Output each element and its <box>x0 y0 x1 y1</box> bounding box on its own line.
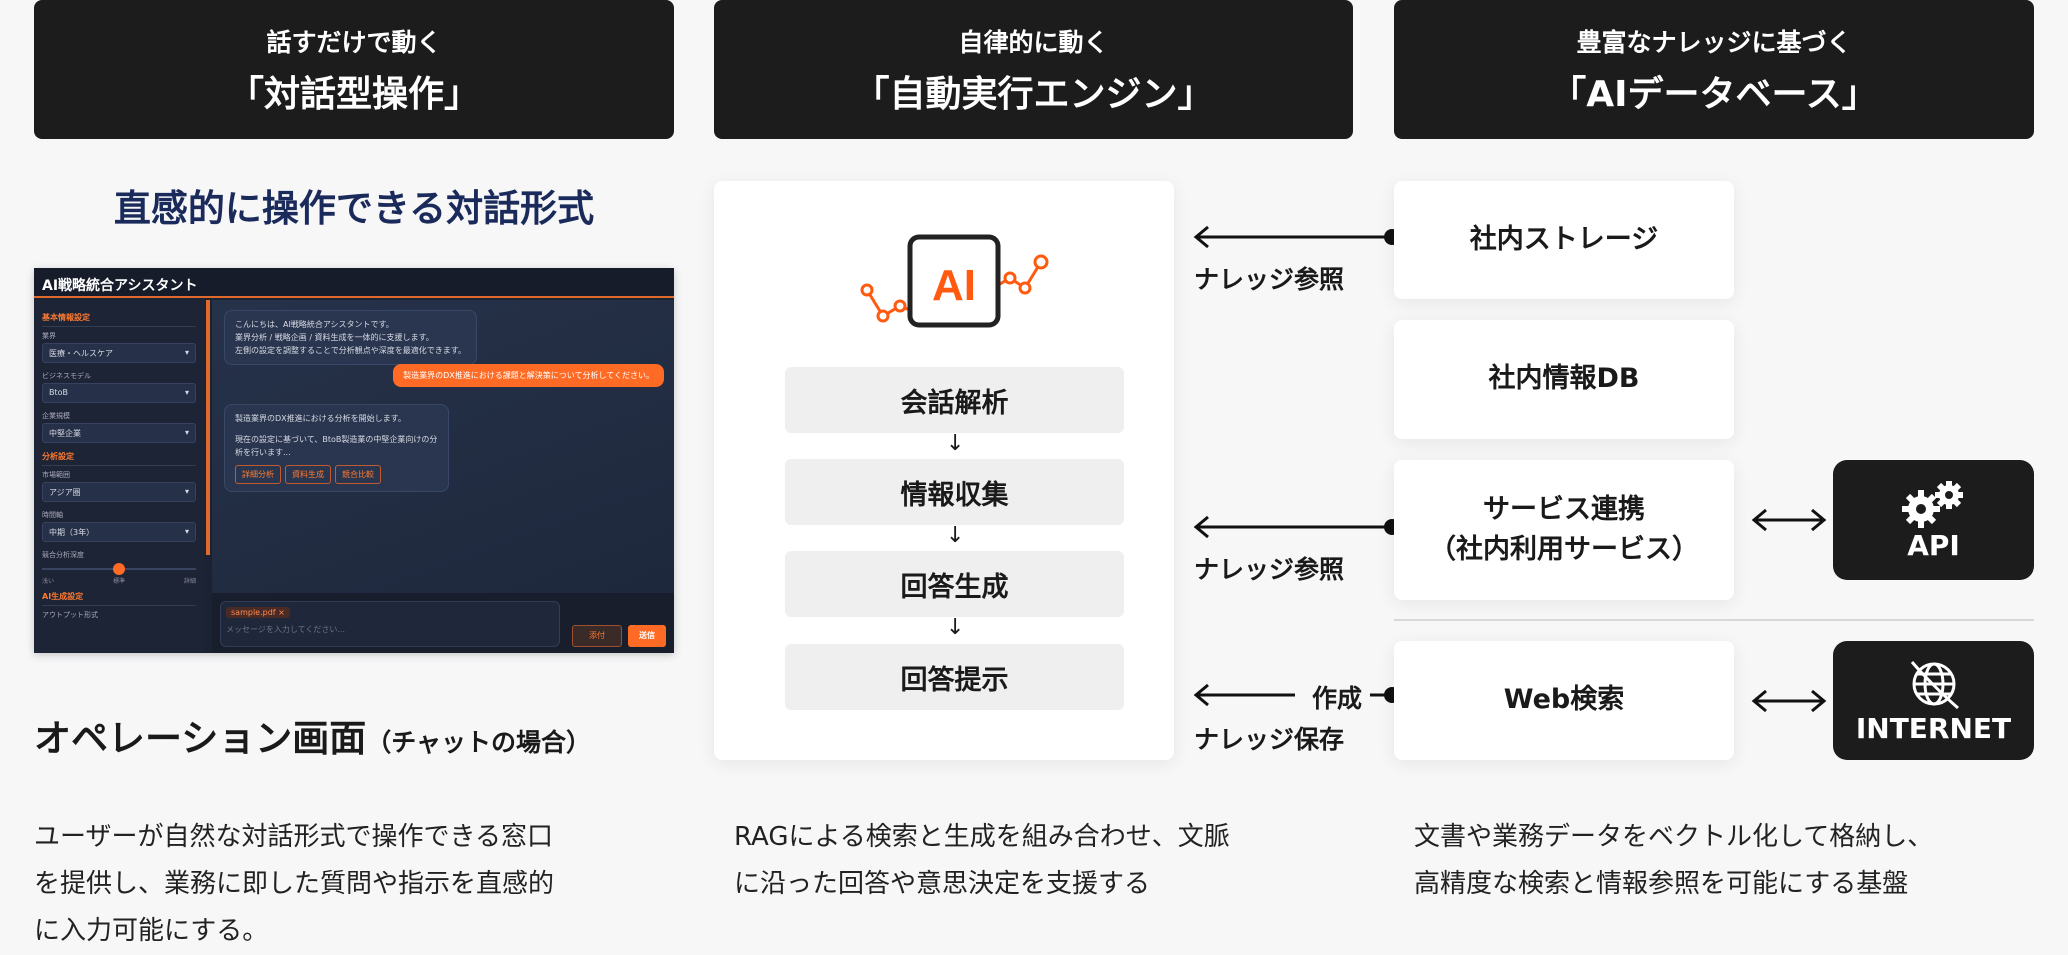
line: 高精度な検索と情報参照を可能にする基盤 <box>1414 869 1909 899</box>
arrow-down-icon: ↓ <box>946 615 965 640</box>
arrow-down-icon: ↓ <box>946 431 965 456</box>
step-parse: 会話解析 <box>785 367 1124 433</box>
bidirectional-arrow-icon <box>1751 508 1827 532</box>
field-label: 企業規模 <box>42 412 70 420</box>
slider-ticks: 浅い 標準 詳細 <box>42 576 196 585</box>
chat-app-screenshot: AI戦略統合アシスタント 基本情報設定 業界 医療・ヘルスケア ▾ ビジネスモデル… <box>34 268 674 653</box>
col1-desc: ユーザーが自然な対話形式で操作できる窓口を提供し、業務に即した質問や指示を直感的… <box>34 814 554 955</box>
select-industry[interactable]: 医療・ヘルスケア ▾ <box>42 343 196 363</box>
placeholder: メッセージを入力してください... <box>226 625 345 634</box>
gears-icon <box>1901 480 1963 528</box>
assistant-message: こんにちは、AI戦略統合アシスタントです。業界分析 / 戦略企画 / 資料生成を… <box>224 310 477 365</box>
ai-logo-text: AI <box>932 261 976 310</box>
select-timeframe[interactable]: 中期（3年） ▾ <box>42 522 196 542</box>
step-collect: 情報収集 <box>785 459 1124 525</box>
line: サービス連携 <box>1483 493 1645 525</box>
col3-desc: 文書や業務データをベクトル化して格納し、高精度な検索と情報参照を可能にする基盤 <box>1414 814 1933 908</box>
line: こんにちは、AI戦略統合アシスタントです。 <box>235 320 394 329</box>
slider-label: 競合分析深度 <box>42 551 84 559</box>
api-box: API <box>1833 460 2034 580</box>
label-knowledge-ref-1: ナレッジ参照 <box>1194 265 1345 294</box>
chevron-down-icon: ▾ <box>184 428 189 437</box>
line: 文書や業務データをベクトル化して格納し、 <box>1414 822 1934 852</box>
scrollbar[interactable] <box>206 300 210 555</box>
line: 左側の設定を調整することで分析観点や深度を最適化できます。 <box>235 346 466 355</box>
chevron-down-icon: ▾ <box>184 487 189 496</box>
send-button[interactable]: 送信 <box>628 625 666 647</box>
line: （社内利用サービス） <box>1429 534 1699 565</box>
line: に沿った回答や意思決定を支援する <box>734 869 1151 899</box>
chevron-down-icon: ▾ <box>184 348 189 357</box>
source-storage: 社内ストレージ <box>1394 181 1734 299</box>
select-business-model[interactable]: BtoB ▾ <box>42 383 196 403</box>
select-company-size[interactable]: 中堅企業 ▾ <box>42 423 196 443</box>
source-internal-db: 社内情報DB <box>1394 320 1734 439</box>
header-database: 豊富なナレッジに基づく「AIデータベース」 <box>1394 0 2034 139</box>
action-document[interactable]: 資料生成 <box>285 465 331 484</box>
line: 製造業界のDX推進における分析を開始します。 <box>235 414 406 423</box>
message-input[interactable]: sample.pdf × メッセージを入力してください... <box>220 601 560 647</box>
divider <box>1394 619 2034 621</box>
line: ユーザーが自然な対話形式で操作できる窓口 <box>34 822 553 852</box>
line: RAGによる検索と生成を組み合わせ、文脈 <box>734 822 1230 852</box>
chevron-down-icon: ▾ <box>184 527 189 536</box>
action-detail[interactable]: 詳細分析 <box>235 465 281 484</box>
tick: 標準 <box>112 578 125 585</box>
globe-icon <box>1910 661 1959 710</box>
select-value: 中期（3年） <box>49 528 95 537</box>
attachment-chip[interactable]: sample.pdf × <box>226 607 290 618</box>
input-area: sample.pdf × メッセージを入力してください... 添付 送信 <box>212 593 674 653</box>
internet-box: INTERNET <box>1833 641 2034 760</box>
api-label: API <box>1907 528 1960 562</box>
line: 業界分析 / 戦略企画 / 資料生成を一体的に支援します。 <box>235 333 434 342</box>
arrow-down-icon: ↓ <box>946 523 965 548</box>
assistant-reply: 製造業界のDX推進における分析を開始します。現在の設定に基づいて、BtoB製造業… <box>224 404 449 492</box>
depth-slider[interactable] <box>42 562 196 576</box>
label-create: 作成 <box>1312 684 1363 713</box>
label-knowledge-save: ナレッジ保存 <box>1194 725 1345 754</box>
step-generate: 回答生成 <box>785 551 1124 617</box>
action-compare[interactable]: 競合比較 <box>335 465 381 484</box>
header-engine: 自律的に動く「自動実行エンジン」 <box>714 0 1353 139</box>
select-value: BtoB <box>49 388 69 397</box>
select-market[interactable]: アジア圏 ▾ <box>42 482 196 502</box>
line: を提供し、業務に即した質問や指示を直感的 <box>34 869 555 899</box>
header-dialogue: 話すだけで動く「対話型操作」 <box>34 0 674 139</box>
line: 現在の設定に基づいて、BtoB製造業の中堅企業向けの分析を行います... <box>235 435 438 457</box>
bidirectional-arrow-icon <box>1751 689 1827 713</box>
section-analysis: 分析設定 <box>42 451 196 466</box>
select-value: アジア圏 <box>49 488 81 497</box>
field-label: 時間軸 <box>42 511 63 519</box>
step-present: 回答提示 <box>785 644 1124 710</box>
app-sidebar: 基本情報設定 業界 医療・ヘルスケア ▾ ビジネスモデル BtoB ▾ 企業規模 中… <box>34 300 204 653</box>
user-message: 製造業界のDX推進における課題と解決策について分析してください。 <box>393 364 664 387</box>
line: に入力可能にする。 <box>34 916 269 946</box>
field-label: アウトプット形式 <box>42 611 98 619</box>
chevron-down-icon: ▾ <box>184 388 189 397</box>
ai-logo-icon: AI <box>860 234 1049 328</box>
col2-desc: RAGによる検索と生成を組み合わせ、文脈に沿った回答や意思決定を支援する <box>734 814 1230 908</box>
section-basic: 基本情報設定 <box>42 312 196 327</box>
section-ai: AI生成設定 <box>42 591 196 606</box>
select-value: 医療・ヘルスケア <box>49 349 113 358</box>
field-label: 業界 <box>42 332 56 340</box>
source-web-search: Web検索 <box>1394 641 1734 760</box>
field-label: 市場範囲 <box>42 471 70 479</box>
col1-heading: 直感的に操作できる対話形式 <box>113 187 595 230</box>
caption-note: （チャットの場合） <box>366 728 592 757</box>
chat-area: こんにちは、AI戦略統合アシスタントです。業界分析 / 戦略企画 / 資料生成を… <box>212 300 674 593</box>
caption: オペレーション画面（チャットの場合） <box>34 708 591 762</box>
source-services: サービス連携 （社内利用サービス） <box>1394 460 1734 600</box>
select-value: 中堅企業 <box>49 429 81 438</box>
tick: 詳細 <box>183 578 196 585</box>
caption-main: オペレーション画面 <box>34 717 367 760</box>
label-knowledge-ref-2: ナレッジ参照 <box>1194 555 1345 584</box>
field-label: ビジネスモデル <box>42 372 91 380</box>
app-title: AI戦略統合アシスタント <box>34 268 674 298</box>
attach-button[interactable]: 添付 <box>572 625 622 647</box>
internet-label: INTERNET <box>1855 712 2012 745</box>
tick: 浅い <box>42 578 55 585</box>
